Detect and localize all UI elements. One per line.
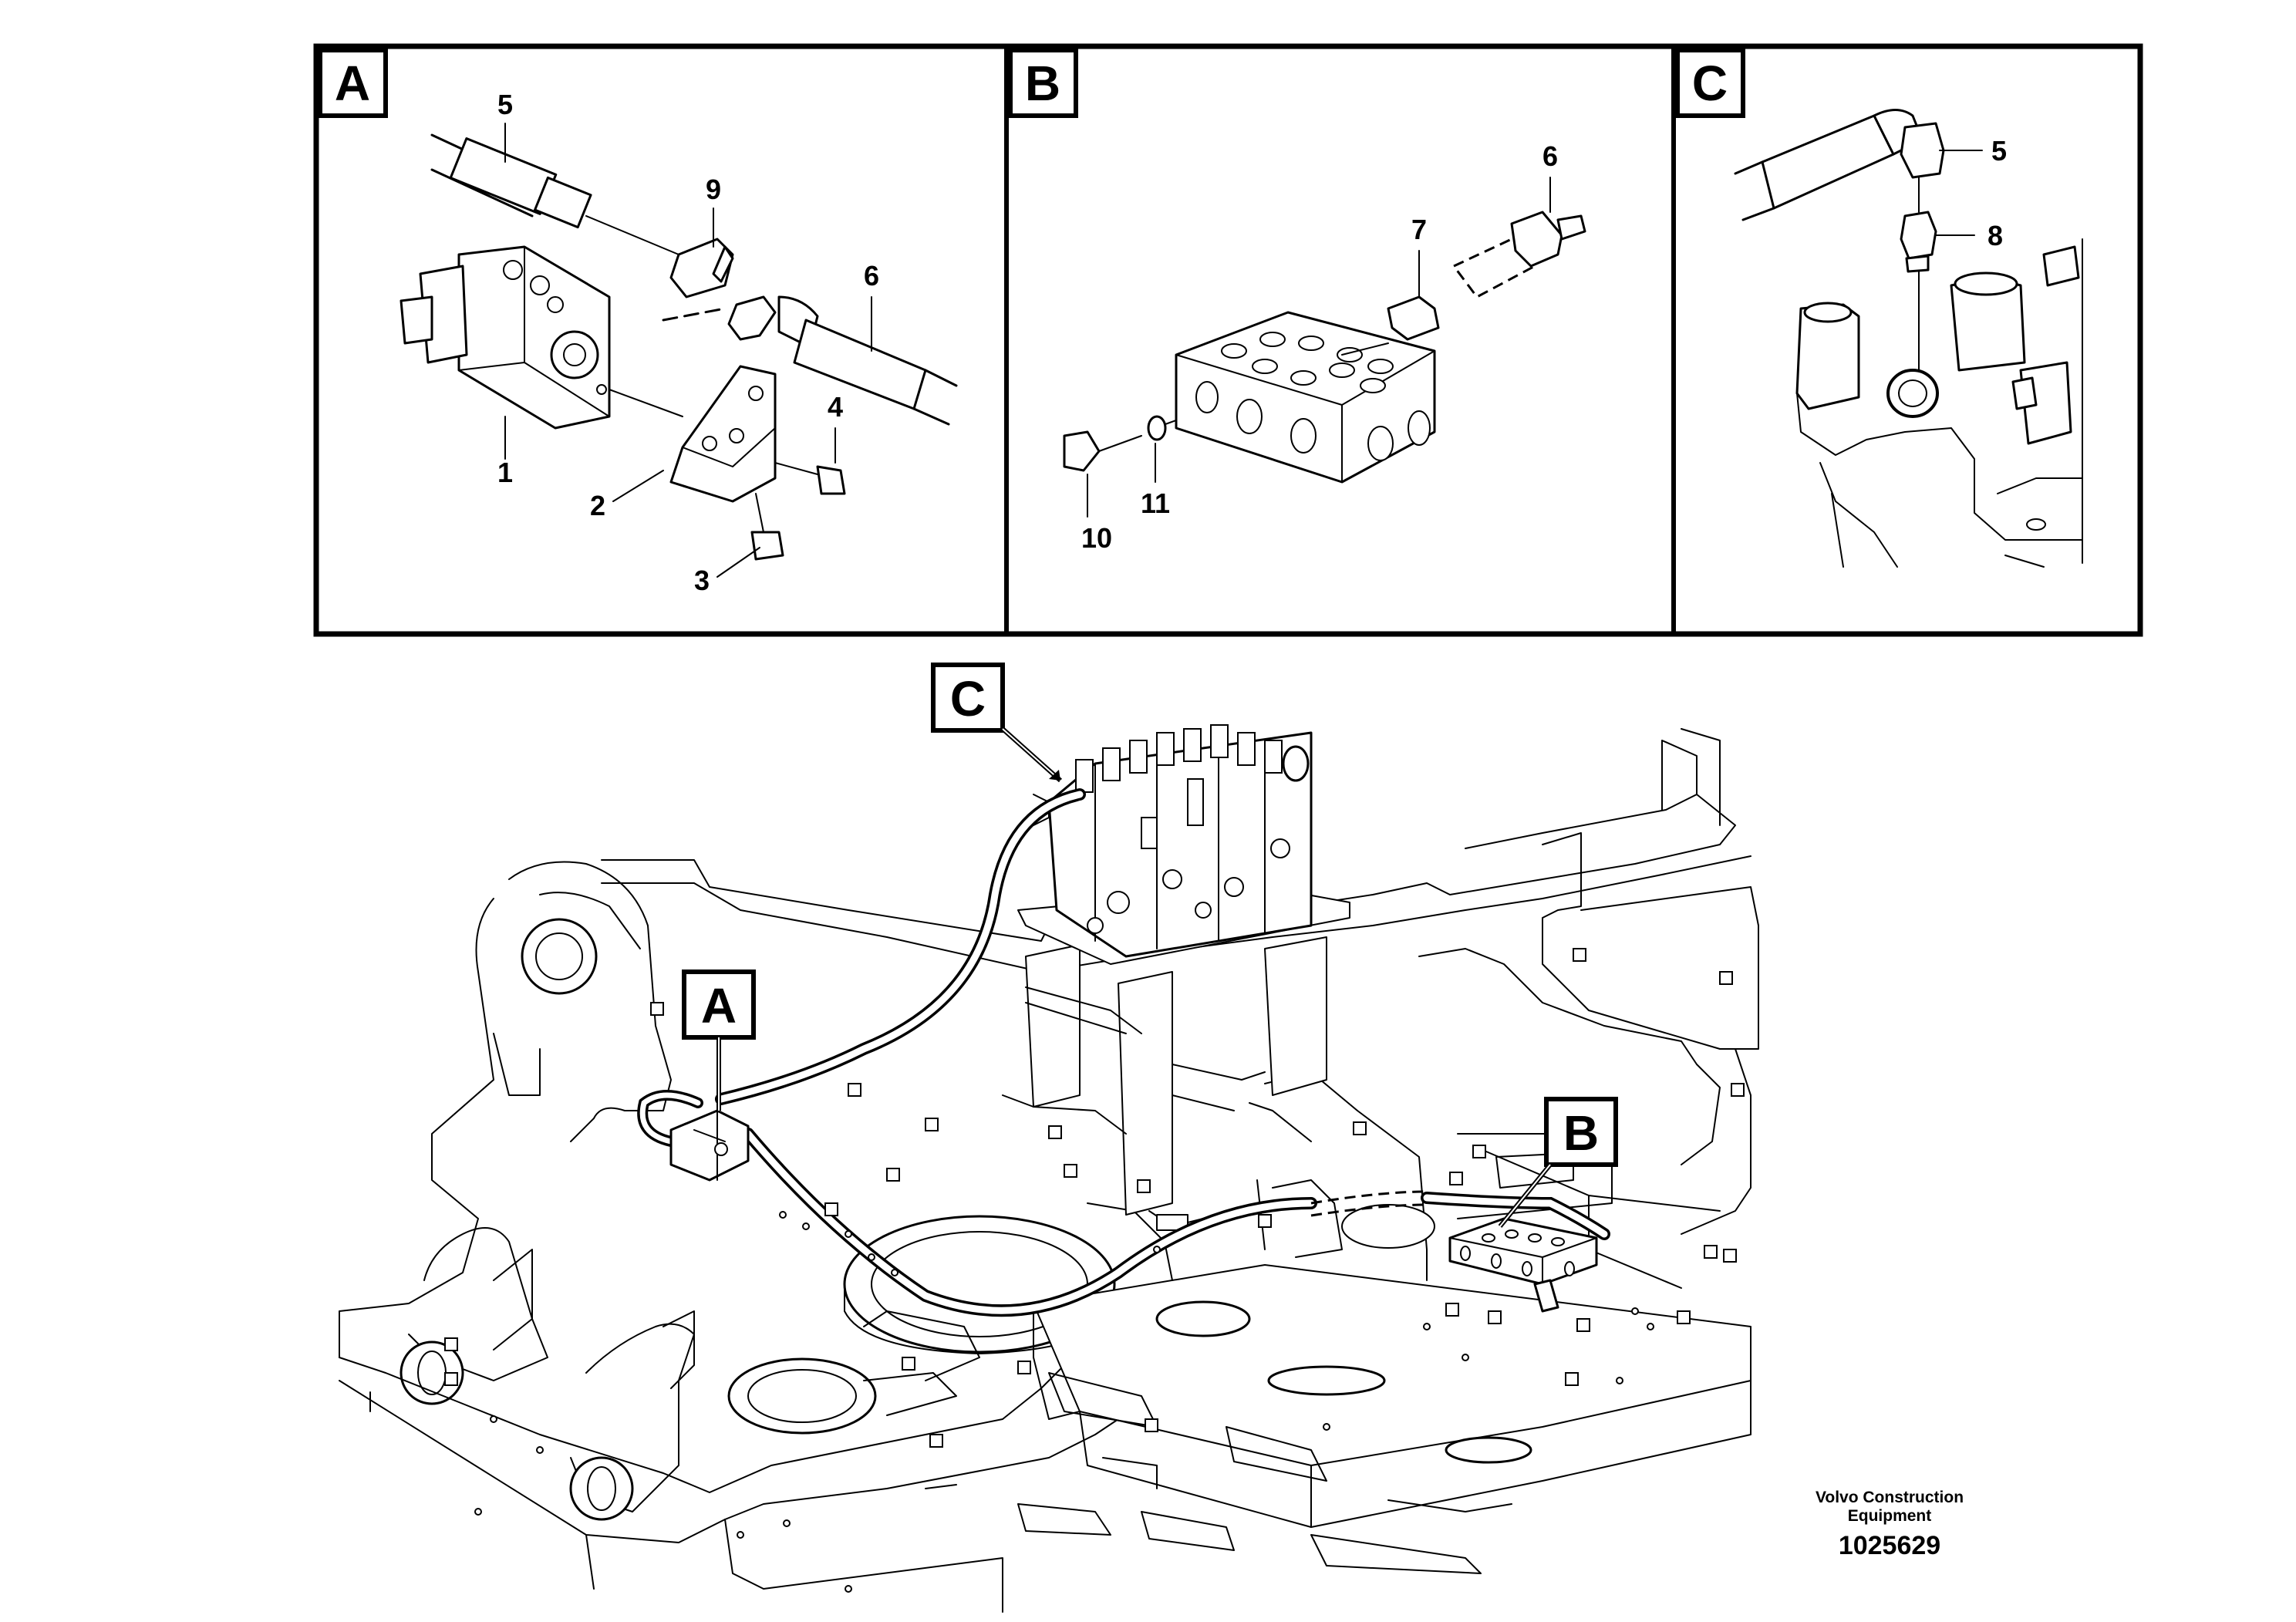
hose-end-6: [1452, 211, 1586, 298]
bracket-2: [669, 365, 777, 503]
svg-text:1: 1: [497, 457, 513, 488]
frame-holes: [474, 1211, 1654, 1593]
frame-bolts: [444, 948, 1745, 1448]
main-assembly-view: C A B: [339, 663, 1759, 1613]
panel-b: B: [1008, 48, 1586, 554]
marker-c: C: [931, 663, 1062, 783]
svg-text:8: 8: [1988, 220, 2003, 251]
lower-chassis-block: [1017, 1264, 1752, 1574]
callout-a-4: 4: [828, 391, 843, 464]
detail-panels-frame: [313, 43, 2143, 637]
svg-text:6: 6: [1542, 140, 1558, 172]
panel-a: A: [318, 48, 958, 596]
seal-ring-11: [1147, 415, 1177, 441]
brand-line-1: Volvo Construction: [1815, 1489, 1964, 1506]
svg-text:A: A: [335, 56, 370, 111]
callout-a-5: 5: [497, 89, 513, 163]
svg-text:11: 11: [1141, 487, 1170, 519]
panel-c: C: [1675, 48, 2083, 568]
callout-a-2: 2: [590, 470, 664, 521]
callout-a-3: 3: [694, 547, 760, 596]
hose-elbow: [1734, 109, 1945, 221]
hose-loop: [637, 1090, 703, 1147]
callout-b-11: 11: [1141, 443, 1170, 519]
boom-foot-structure: [339, 861, 695, 1521]
elbow-fitting-9: [585, 215, 734, 298]
control-valve-block: [1033, 724, 1313, 958]
callout-b-10: 10: [1081, 474, 1112, 554]
hose-5: [430, 133, 592, 229]
callout-b-6: 6: [1542, 140, 1558, 213]
marker-b: B: [1498, 1097, 1618, 1228]
brand-line-2: Equipment: [1847, 1507, 1932, 1525]
callout-a-1: 1: [497, 416, 513, 488]
plug-10: [1063, 430, 1142, 472]
svg-text:5: 5: [497, 89, 513, 120]
svg-text:4: 4: [828, 391, 843, 423]
base-plate: [339, 1215, 1142, 1613]
svg-text:C: C: [1692, 56, 1728, 111]
bolt-4: [774, 462, 846, 495]
svg-text:A: A: [701, 978, 737, 1034]
svg-text:C: C: [950, 671, 986, 727]
marker-a: A: [682, 969, 756, 1111]
valve-a-in-assembly: [669, 1109, 750, 1182]
svg-text:3: 3: [694, 565, 710, 596]
nipple-8: [1900, 177, 1937, 371]
hose-to-control-valve: [715, 788, 1086, 1105]
svg-text:B: B: [1025, 56, 1060, 111]
bolt-3: [750, 493, 784, 561]
callout-a-6: 6: [864, 260, 879, 352]
panel-b-label-box: B: [1008, 48, 1078, 118]
svg-text:5: 5: [1991, 135, 2007, 167]
svg-text:6: 6: [864, 260, 879, 292]
valve-block-1: [400, 245, 611, 430]
hose-6: [727, 295, 958, 426]
callout-c-8: 8: [1935, 220, 2003, 251]
manifold-b-in-assembly: [1448, 1217, 1598, 1313]
manifold-block: [1175, 311, 1436, 484]
panel-c-label-box: C: [1675, 48, 1745, 118]
svg-text:B: B: [1563, 1105, 1599, 1161]
brand-caption: Volvo Construction Equipment: [1774, 1489, 2005, 1526]
partial-valve-assembly: [1795, 238, 2083, 568]
svg-text:10: 10: [1081, 522, 1112, 554]
svg-text:9: 9: [706, 174, 721, 205]
svg-text:7: 7: [1411, 214, 1427, 245]
panel-a-label-box: A: [318, 48, 388, 118]
callout-a-9: 9: [706, 174, 721, 248]
callout-b-7: 7: [1411, 214, 1427, 298]
part-number: 1025629: [1838, 1531, 1941, 1560]
callout-c-5: 5: [1939, 135, 2007, 167]
svg-text:2: 2: [590, 490, 605, 521]
adapter-7: [1341, 295, 1440, 356]
hose-to-manifold: [742, 1128, 1610, 1317]
